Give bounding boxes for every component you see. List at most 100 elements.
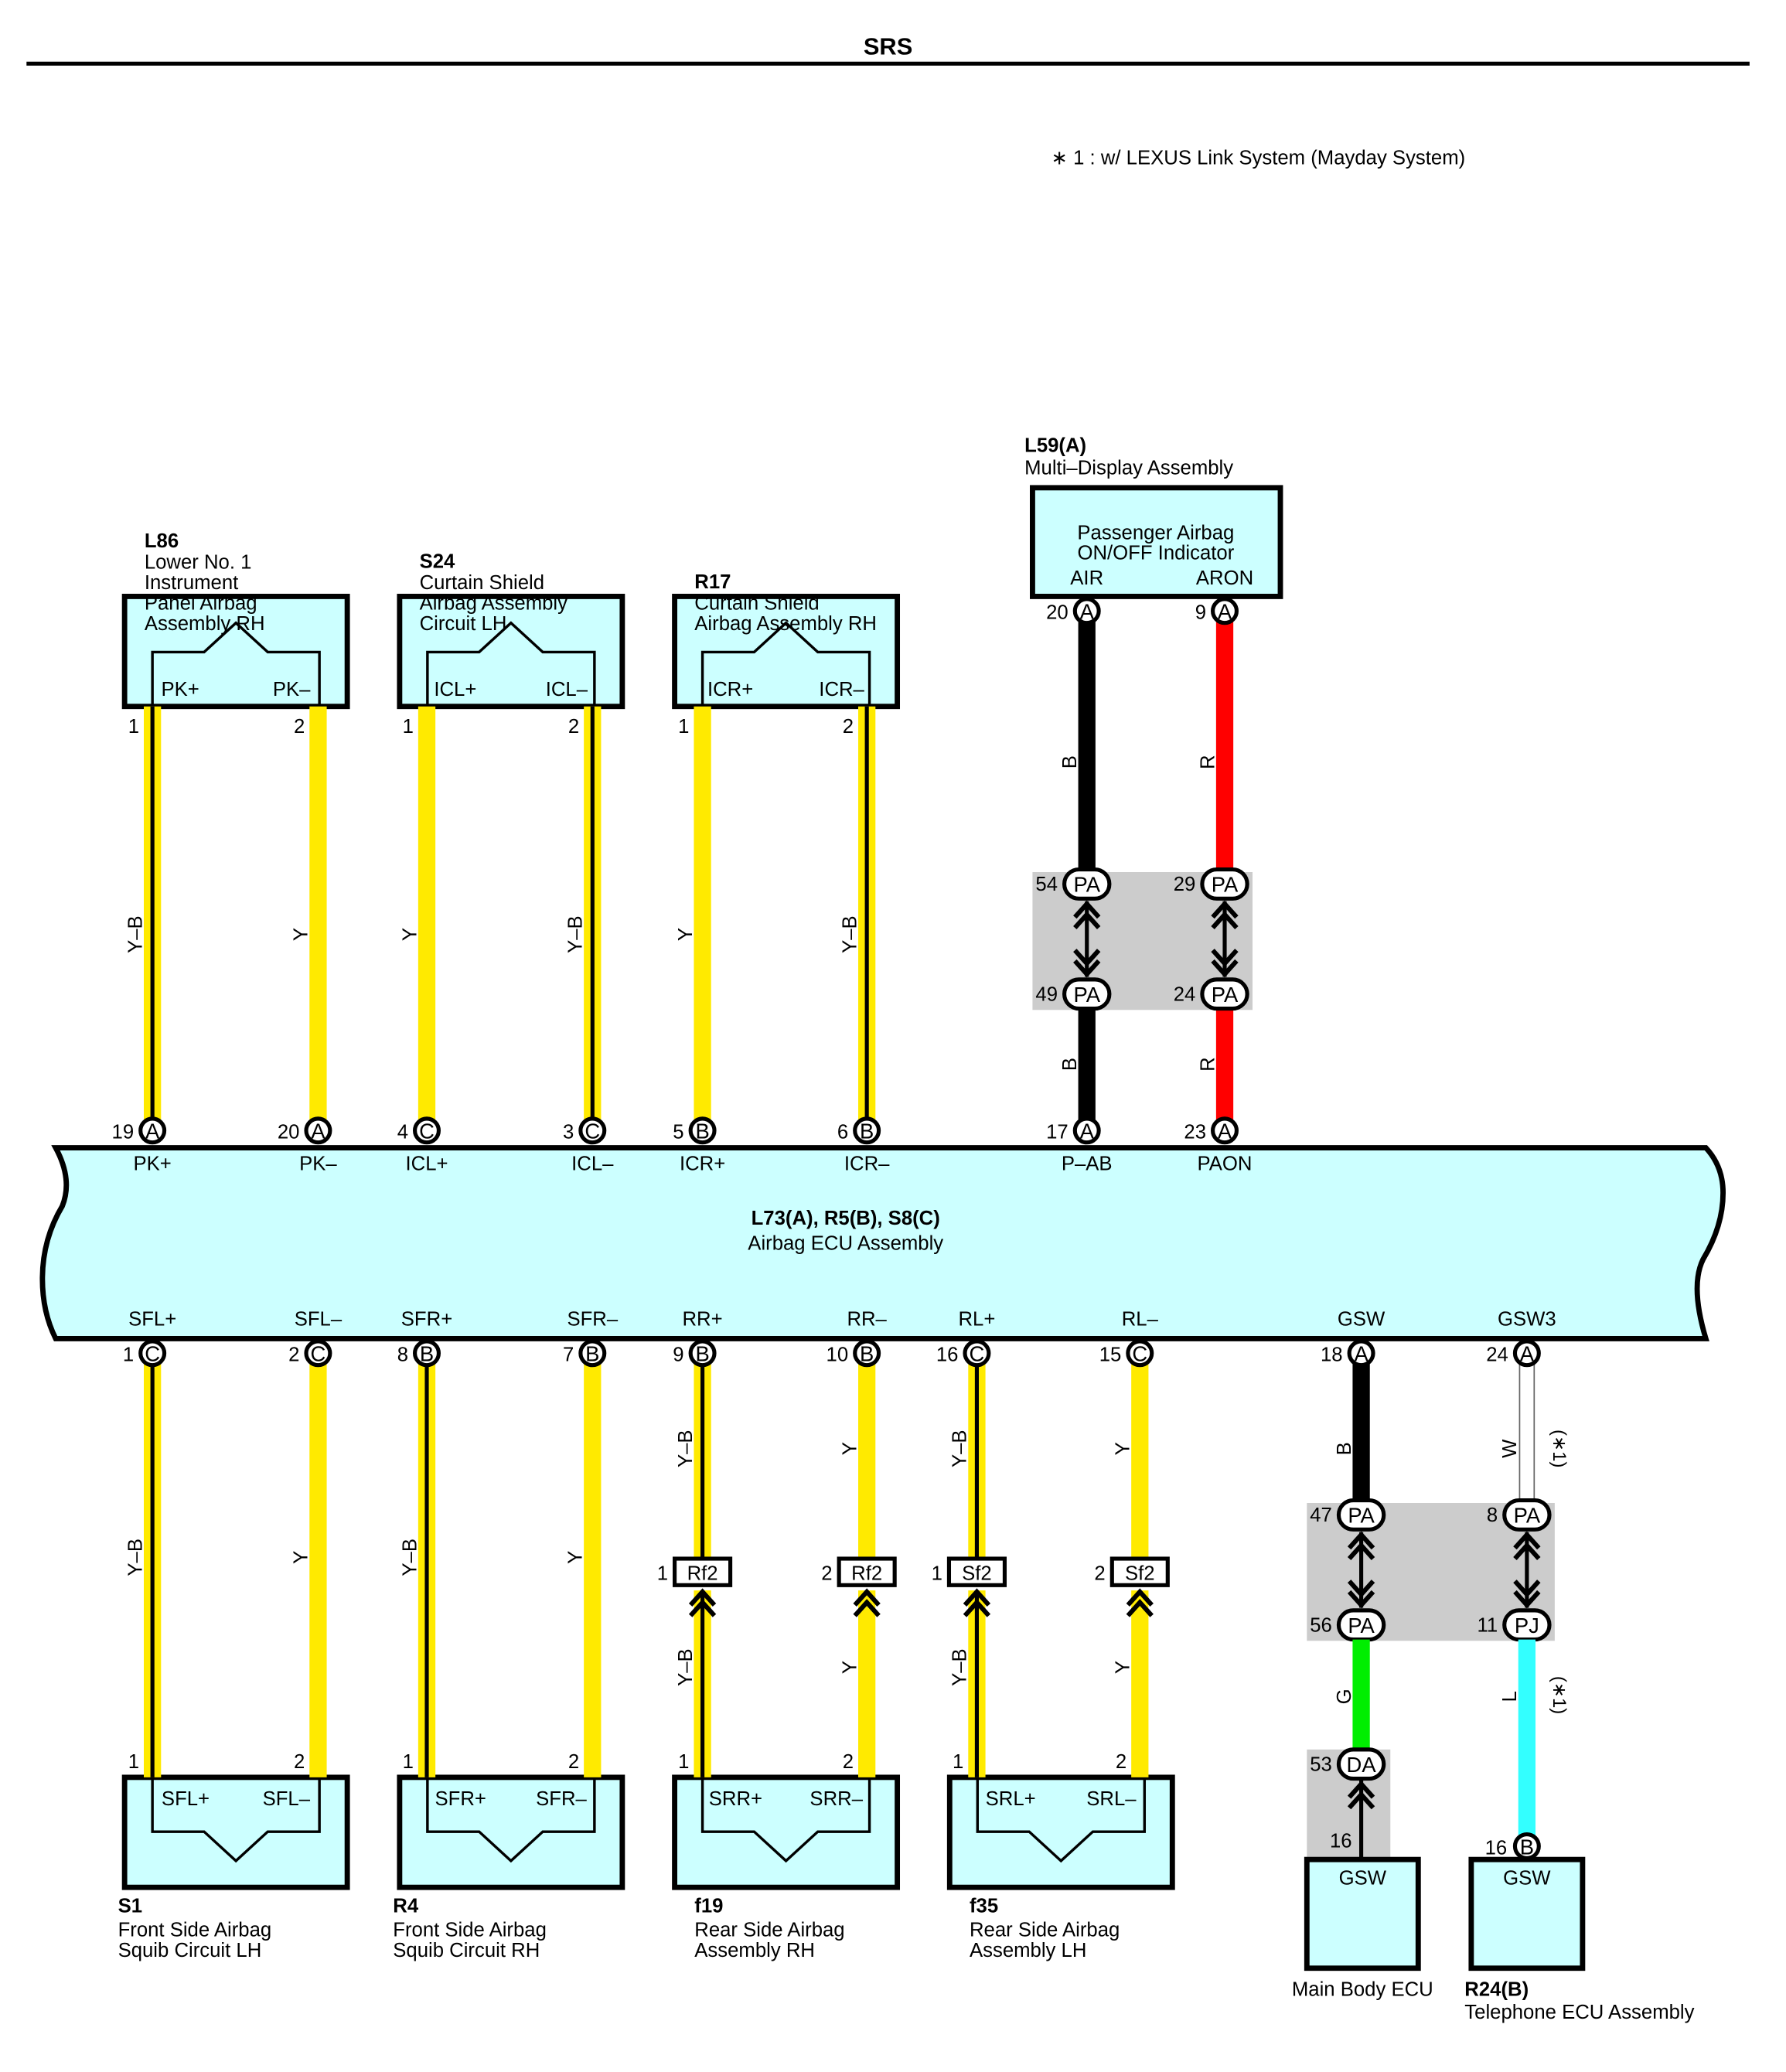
pin-connector-letter: B: [695, 1342, 709, 1366]
ecu-pin-name: PAON: [1198, 1154, 1253, 1175]
chevron: [1073, 900, 1101, 919]
pin-connector-letter: C: [585, 1119, 600, 1143]
junction-connector: [1336, 1747, 1386, 1781]
pin-number: 2: [1116, 1751, 1126, 1773]
chevron: [1513, 1531, 1541, 1550]
ecu-pin-name: P–AB: [1062, 1154, 1113, 1175]
wire-color-code: Y–B: [565, 915, 587, 953]
ecu-pin-name: GSW: [1338, 1308, 1386, 1330]
chevron: [963, 1588, 991, 1607]
pin-connector: [688, 1339, 717, 1368]
component-id: S1: [118, 1896, 142, 1917]
chevron: [1347, 1780, 1375, 1799]
pin-number: 24: [1174, 983, 1196, 1005]
pin-connector-letter: B: [860, 1342, 874, 1366]
pin-connector: [578, 1339, 607, 1368]
pin-connector: [138, 1339, 167, 1368]
component-name: Curtain Shield: [420, 572, 544, 594]
pin-connector-letter: B: [695, 1119, 709, 1143]
pin-label: GSW: [1503, 1868, 1551, 1890]
wire-color-code: Y–B: [949, 1430, 971, 1467]
inline-connector-code: Rf2: [687, 1563, 718, 1584]
airbag-ecu-body: [39, 1145, 1726, 1341]
junction-connector: [1336, 1498, 1386, 1532]
junction-code: DA: [1347, 1753, 1377, 1777]
chevron: [1126, 1588, 1154, 1607]
telephone-ecu-box: [1468, 1856, 1586, 1971]
ecu-pin-name: RR+: [683, 1308, 723, 1330]
ecu-pin-name: ICL+: [405, 1154, 448, 1175]
inline-connector: [673, 1556, 733, 1587]
pin-number: 2: [843, 1751, 854, 1773]
page-title: SRS: [864, 32, 912, 60]
component-id: f35: [970, 1896, 998, 1917]
pin-number: 8: [1487, 1505, 1498, 1526]
pin-number: 2: [288, 1344, 299, 1366]
chevron: [963, 1599, 991, 1617]
wire-color-code: Y–B: [675, 1430, 697, 1467]
pin-label: AIR: [1070, 567, 1103, 589]
pin-number: 11: [1477, 1614, 1498, 1636]
chevron: [1211, 911, 1239, 930]
ecu-pin-name: PK–: [299, 1154, 337, 1175]
junction-code: PA: [1073, 983, 1100, 1007]
main-body-ecu-box: [1304, 1856, 1421, 1971]
component-name: Curtain Shield: [694, 593, 819, 615]
chevron: [1347, 1531, 1375, 1550]
wire-color-code: B: [1059, 755, 1081, 768]
wire-color-code: Y: [675, 928, 697, 941]
pin-connector-letter: C: [311, 1342, 326, 1366]
wire-color-code: Y: [1113, 1661, 1134, 1674]
pin-label: ICL+: [434, 679, 476, 700]
pin-label: ICL–: [546, 679, 588, 700]
squib-symbol: [700, 1777, 871, 1863]
component-id: L86: [145, 530, 179, 552]
pin-label: SFR+: [435, 1788, 486, 1810]
pin-number: 10: [827, 1344, 849, 1366]
wire-color-code: Y: [291, 928, 312, 941]
chevron: [1073, 949, 1101, 967]
ecu-pin-name: PK+: [133, 1154, 171, 1175]
ecu-pin-name: RL–: [1122, 1308, 1159, 1330]
wire-color-code: Y–B: [399, 1539, 421, 1576]
pin-connector-letter: A: [311, 1119, 326, 1143]
pin-connector: [1211, 1116, 1239, 1145]
ecu-pin-name: RL+: [959, 1308, 996, 1330]
pin-connector-letter: A: [1520, 1342, 1535, 1366]
ecu-pin-name: SFR–: [567, 1308, 618, 1330]
pin-number: 2: [821, 1563, 832, 1584]
wire-color-code: R: [1197, 1057, 1219, 1072]
pin-connector: [1072, 1116, 1101, 1145]
pin-connector: [963, 1339, 991, 1368]
ecu-pin-name: GSW3: [1498, 1308, 1556, 1330]
pin-number: 23: [1184, 1122, 1206, 1143]
component-id: S24: [420, 551, 455, 573]
pin-connector: [853, 1339, 881, 1368]
wire-color-code: Y–B: [839, 915, 861, 953]
wire-color-code: Y–B: [675, 1648, 697, 1686]
ecu-pin-name: SFR+: [401, 1308, 452, 1330]
wire-color-code: Y: [399, 928, 421, 941]
inline-connector-code: Sf2: [962, 1563, 992, 1584]
pin-label: SFL+: [162, 1788, 210, 1810]
pin-connector: [413, 1116, 441, 1145]
chevron: [853, 1599, 881, 1617]
pin-number: 1: [123, 1344, 134, 1366]
junction-code: PA: [1348, 1504, 1375, 1528]
wire-color-code: Y: [291, 1551, 312, 1564]
chevron: [1347, 1542, 1375, 1561]
option-note-mark: (∗1): [1549, 1676, 1570, 1714]
component-name: Circuit LH: [420, 613, 507, 635]
chevron: [1073, 959, 1101, 978]
ecu-id: L73(A), R5(B), S8(C): [752, 1208, 940, 1229]
pin-number: 15: [1099, 1344, 1122, 1366]
pin-connector: [138, 1116, 167, 1145]
chevron: [1073, 911, 1101, 930]
component-name: Multi–Display Assembly: [1024, 458, 1233, 479]
junction-connector: [1200, 977, 1249, 1011]
pin-label: ICR+: [707, 679, 753, 700]
junction-connector: [1502, 1498, 1552, 1532]
component-name: Airbag Assembly: [420, 593, 568, 615]
pin-number: 56: [1310, 1614, 1332, 1636]
